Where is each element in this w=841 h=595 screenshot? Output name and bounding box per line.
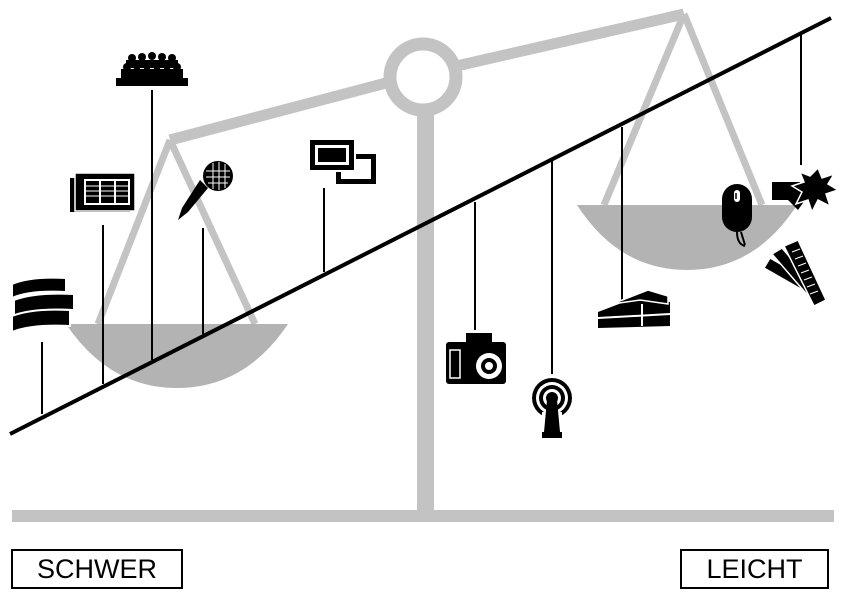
balance-scale [12, 8, 834, 522]
speech-bubble-icon [772, 166, 840, 214]
scale-post [417, 100, 434, 512]
light-label: LEICHT [680, 549, 829, 589]
microphone-icon [178, 161, 233, 220]
heavy-label: SCHWER [11, 549, 183, 589]
newspaper-icon [70, 172, 136, 212]
right-pan [577, 205, 797, 270]
left-hanger-line [166, 138, 259, 326]
right-hanger-line [680, 12, 766, 207]
audience-icon [116, 52, 188, 86]
diagonal-line [9, 16, 832, 436]
camera-icon [446, 333, 506, 384]
right-hanger-line [600, 12, 688, 207]
icon-stems [41, 33, 802, 414]
mouse-icon [722, 184, 752, 247]
keyboard-icon [762, 239, 827, 308]
scale-base [12, 510, 834, 522]
books-icon [11, 276, 75, 334]
left-hanger-line [94, 138, 174, 326]
tv-screens-icon [308, 138, 376, 184]
left-pan [66, 324, 288, 388]
building-icon [597, 289, 671, 328]
radio-tower-icon [532, 378, 572, 438]
scale-pivot [383, 37, 463, 117]
